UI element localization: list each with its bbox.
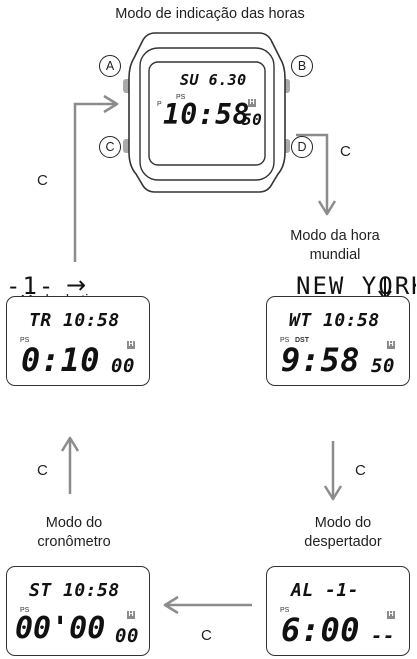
stopwatch-mode-label: Modo do cronômetro: [0, 514, 148, 552]
city-sequence-name: NEW YORK: [296, 272, 416, 300]
stopwatch-main: 00'00: [15, 611, 106, 646]
timer-h-indicator: H: [127, 341, 135, 349]
button-c-label: C: [99, 136, 121, 158]
world-time-mode-label: Modo da hora mundial: [250, 227, 417, 265]
stopwatch-seconds: 00: [115, 625, 139, 647]
alarm-main: 6:00: [281, 611, 361, 649]
timekeeping-top-row: SU 6.30: [180, 71, 247, 89]
world-time-ps-indicator: PS: [280, 337, 290, 344]
alarm-seconds: --: [371, 625, 395, 647]
timer-display: TR 10:58 PS 0:10 00 H: [6, 296, 150, 386]
stopwatch-h-indicator: H: [127, 611, 135, 619]
button-b-label: B: [291, 55, 313, 77]
timer-top-row: TR 10:58: [29, 310, 120, 331]
world-time-h-indicator: H: [387, 341, 395, 349]
city-sequence-arrow: →: [66, 271, 87, 299]
arrow-timekeeping-to-worldtime: [296, 133, 337, 216]
timekeeping-p-indicator: P: [157, 101, 162, 108]
alarm-h-indicator: H: [387, 611, 395, 619]
arrow-timer-to-timekeeping: [73, 94, 119, 262]
timekeeping-seconds: 50: [242, 110, 263, 129]
alarm-label-line2: despertador: [304, 534, 382, 550]
world-time-top-row: WT 10:58: [289, 310, 380, 331]
timer-seconds: 00: [111, 355, 135, 377]
c-label-timer-to-timekeeping: C: [37, 172, 48, 189]
world-time-label-line1: Modo da hora: [290, 228, 380, 244]
world-time-dst-indicator: DST: [295, 337, 309, 344]
c-label-timekeeping-to-worldtime: C: [340, 143, 351, 160]
alarm-ps-indicator: PS: [280, 607, 290, 614]
world-time-display: WT 10:58 PS DST 9:58 50 H: [266, 296, 410, 386]
timekeeping-mode-label: Modo de indicação das horas: [115, 6, 305, 22]
world-time-label-line2: mundial: [309, 247, 361, 263]
timekeeping-ps-indicator: PS: [176, 94, 186, 101]
button-d-label: D: [291, 136, 313, 158]
stopwatch-top-row: ST 10:58: [29, 580, 120, 601]
timer-ps-indicator: PS: [20, 337, 30, 344]
watch-screen: [148, 61, 266, 166]
world-time-main: 9:58: [281, 341, 361, 379]
timekeeping-main-time: 10:58: [163, 98, 250, 131]
button-a-label: A: [99, 55, 121, 77]
stopwatch-label-line2: cronômetro: [37, 534, 111, 550]
alarm-top-row: AL -1-: [291, 580, 360, 601]
arrow-alarm-to-stopwatch: [163, 595, 252, 615]
arrow-worldtime-to-alarm: [323, 441, 343, 501]
city-sequence-code: -1-: [6, 272, 56, 300]
stopwatch-ps-indicator: PS: [20, 607, 30, 614]
alarm-label-line1: Modo do: [314, 515, 372, 531]
c-label-alarm-to-stopwatch: C: [201, 627, 212, 644]
alarm-mode-label: Modo do despertador: [268, 514, 417, 552]
c-label-worldtime-to-alarm: C: [355, 462, 366, 479]
arrow-stopwatch-to-timer: [60, 436, 80, 494]
stopwatch-display: ST 10:58 PS 00'00 00 H: [6, 566, 150, 656]
timer-main: 0:10: [21, 341, 101, 379]
timekeeping-h-indicator: H: [248, 99, 256, 107]
alarm-display: AL -1- PS 6:00 -- H: [266, 566, 410, 656]
world-time-seconds: 50: [371, 355, 395, 377]
stopwatch-label-line1: Modo do: [45, 515, 103, 531]
c-label-stopwatch-to-timer: C: [37, 462, 48, 479]
